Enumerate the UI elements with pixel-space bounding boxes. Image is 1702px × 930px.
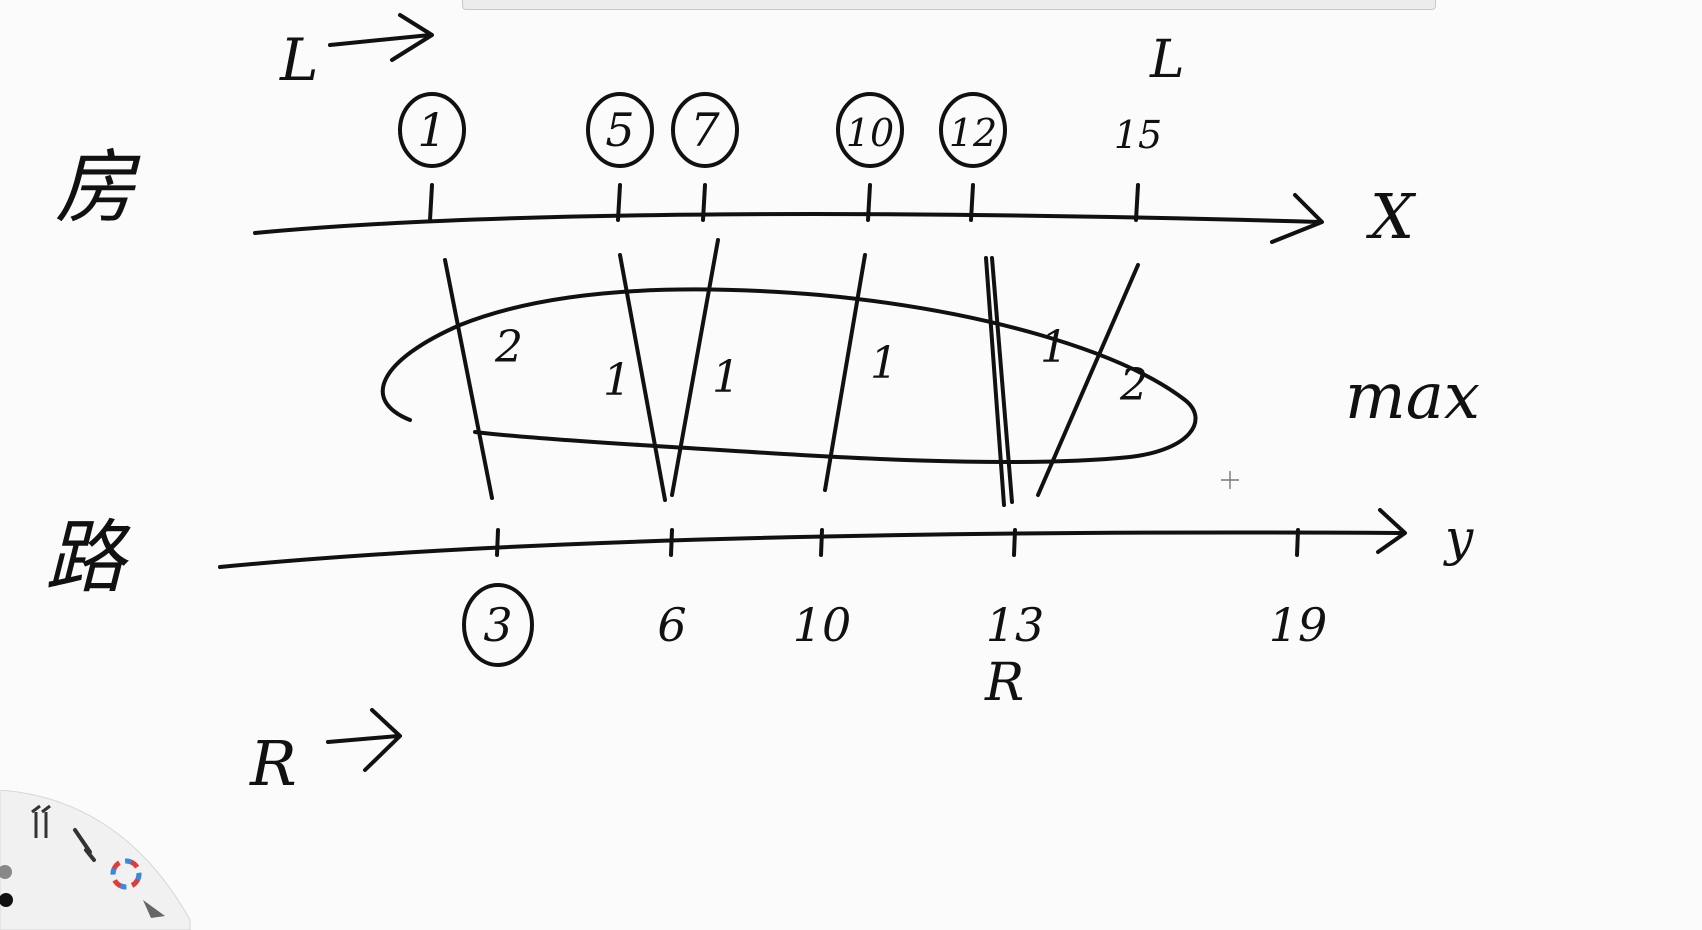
bottom-mark: 3: [462, 583, 534, 667]
top-mark: 12: [939, 92, 1007, 168]
circled-mark-ring: [586, 92, 654, 168]
side-label-bottom: 路: [45, 511, 131, 604]
top-axis: X: [253, 180, 1417, 253]
bottom-axis-tick: [819, 528, 824, 557]
color-wheel-icon[interactable]: [110, 858, 142, 890]
tools-icon[interactable]: [31, 804, 51, 838]
circled-mark-ring: [462, 583, 534, 667]
radial-tool-palette[interactable]: [0, 790, 200, 930]
r-marker: R: [984, 653, 1024, 713]
palette-dot-icon[interactable]: [0, 865, 12, 879]
connector-line: [1036, 263, 1140, 497]
l-marker: L: [1149, 30, 1185, 90]
circled-mark-ring: [671, 92, 739, 168]
circled-mark-ring: [939, 92, 1007, 168]
top-mark: 7: [671, 92, 739, 168]
bottom-axis-tick: [1295, 528, 1300, 557]
brush-icon[interactable]: [73, 828, 96, 862]
connector-line: [670, 238, 720, 497]
connector-line: [443, 258, 494, 500]
top-mark-label: 1: [417, 103, 446, 157]
segment-count: 2: [494, 322, 523, 373]
top-axis-tick: [616, 183, 622, 222]
top-mark: 15: [1114, 113, 1162, 157]
bottom-mark: 6: [657, 598, 686, 652]
top-axis-tick: [866, 183, 872, 222]
bottom-axis-tick: [1012, 528, 1017, 557]
connector-line: [618, 253, 667, 502]
top-mark-label: 15: [1114, 113, 1162, 157]
connector-line: [823, 253, 867, 492]
circled-mark-ring: [398, 92, 466, 168]
top-mark-label: 12: [949, 111, 997, 155]
top-axis-tick: [701, 183, 707, 222]
right-arrow-icon: [328, 13, 434, 62]
bottom-mark-label: 10: [793, 598, 852, 652]
side-label-top: 房: [55, 141, 141, 234]
r-pointer: R: [249, 708, 402, 800]
r-pointer-label: R: [249, 727, 297, 800]
bottom-axis-tick: [495, 528, 500, 557]
l-pointer: L: [279, 13, 434, 94]
top-mark-label: 7: [690, 103, 720, 157]
bottom-mark: 19: [1269, 598, 1328, 652]
top-axis-arrow-icon: [1270, 193, 1324, 244]
connector-line: [984, 256, 1006, 507]
pointer-icon[interactable]: [143, 900, 165, 918]
circled-mark-ring: [836, 92, 904, 168]
top-axis-line: [253, 212, 1322, 235]
top-axis-tick: [428, 183, 434, 222]
top-mark: 10: [836, 92, 904, 168]
top-axis-tick: [1134, 183, 1140, 222]
bottom-axis-tick: [669, 528, 674, 557]
bottom-mark: 10: [793, 598, 852, 652]
bottom-axis-line: [218, 530, 1402, 569]
top-mark-label: 10: [846, 111, 894, 155]
interval-connectors: [443, 238, 1140, 507]
bottom-axis-var: y: [1443, 509, 1474, 567]
l-pointer-label: L: [279, 26, 319, 94]
max-note: max: [1345, 360, 1480, 434]
segment-count: 1: [870, 338, 898, 389]
bottom-axis: y: [218, 508, 1474, 569]
bottom-mark-label: 19: [1269, 598, 1328, 652]
segment-count: 1: [712, 352, 740, 403]
connector-line: [990, 256, 1014, 504]
bottom-mark-label: 6: [657, 598, 686, 652]
top-axis-var: X: [1366, 180, 1417, 253]
bottom-mark: 13: [986, 598, 1045, 652]
bottom-mark-label: 3: [483, 598, 512, 652]
segment-count: 1: [1040, 322, 1068, 373]
segment-count: 2: [1119, 360, 1148, 411]
loop-curve: [380, 287, 1198, 465]
bottom-axis-arrow-icon: [1376, 508, 1407, 554]
top-mark: 1: [398, 92, 466, 168]
palette-dot-icon[interactable]: [0, 893, 13, 907]
top-mark-label: 5: [605, 103, 634, 157]
right-arrow-icon: [326, 708, 402, 772]
top-toolbar[interactable]: [462, 0, 1436, 10]
segment-count: 1: [603, 355, 631, 406]
top-mark: 5: [586, 92, 654, 168]
bottom-mark-label: 13: [986, 598, 1045, 652]
crosshair-icon: [1221, 471, 1239, 489]
top-axis-tick: [969, 183, 975, 222]
